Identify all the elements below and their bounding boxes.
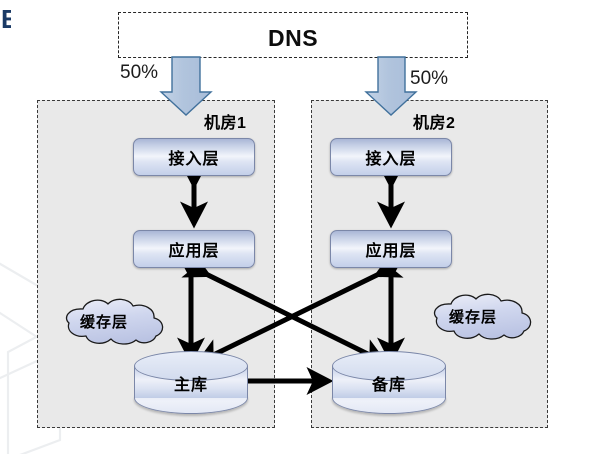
access-layer-1-node[interactable]: 接入层 (133, 138, 255, 176)
dns-label: DNS (267, 25, 319, 51)
app-layer-2-node[interactable]: 应用层 (330, 230, 452, 268)
cache-layer-1-label: 缓存层 (79, 314, 128, 331)
access-layer-2-node[interactable]: 接入层 (330, 138, 452, 176)
edge-artifact-glyph: E (1, 6, 11, 32)
datacenter-title-2: 机房2 (413, 115, 456, 132)
traffic-split-right-label: 50% (410, 68, 449, 89)
standby-db-label: 备库 (371, 377, 406, 394)
dns-box (118, 12, 468, 58)
cache-layer-1-cloud: 缓存层 (56, 296, 168, 346)
access-layer-1-label: 接入层 (168, 151, 220, 168)
cloud-icon (65, 298, 164, 345)
app-layer-2-label: 应用层 (365, 243, 417, 260)
cylinder-top (134, 351, 248, 381)
cache-layer-2-label: 缓存层 (448, 309, 497, 326)
cloud-icon (433, 293, 532, 340)
standby-db-node[interactable]: 备库 (332, 351, 446, 414)
primary-db-label: 主库 (173, 377, 208, 394)
app-layer-1-label: 应用层 (168, 243, 220, 260)
cache-layer-2-cloud: 缓存层 (424, 291, 536, 341)
access-layer-2-label: 接入层 (365, 151, 417, 168)
cylinder-top (332, 351, 446, 381)
primary-db-node[interactable]: 主库 (134, 351, 248, 414)
traffic-split-left-label: 50% (120, 62, 159, 83)
app-layer-1-node[interactable]: 应用层 (133, 230, 255, 268)
datacenter-title-1: 机房1 (204, 115, 247, 132)
